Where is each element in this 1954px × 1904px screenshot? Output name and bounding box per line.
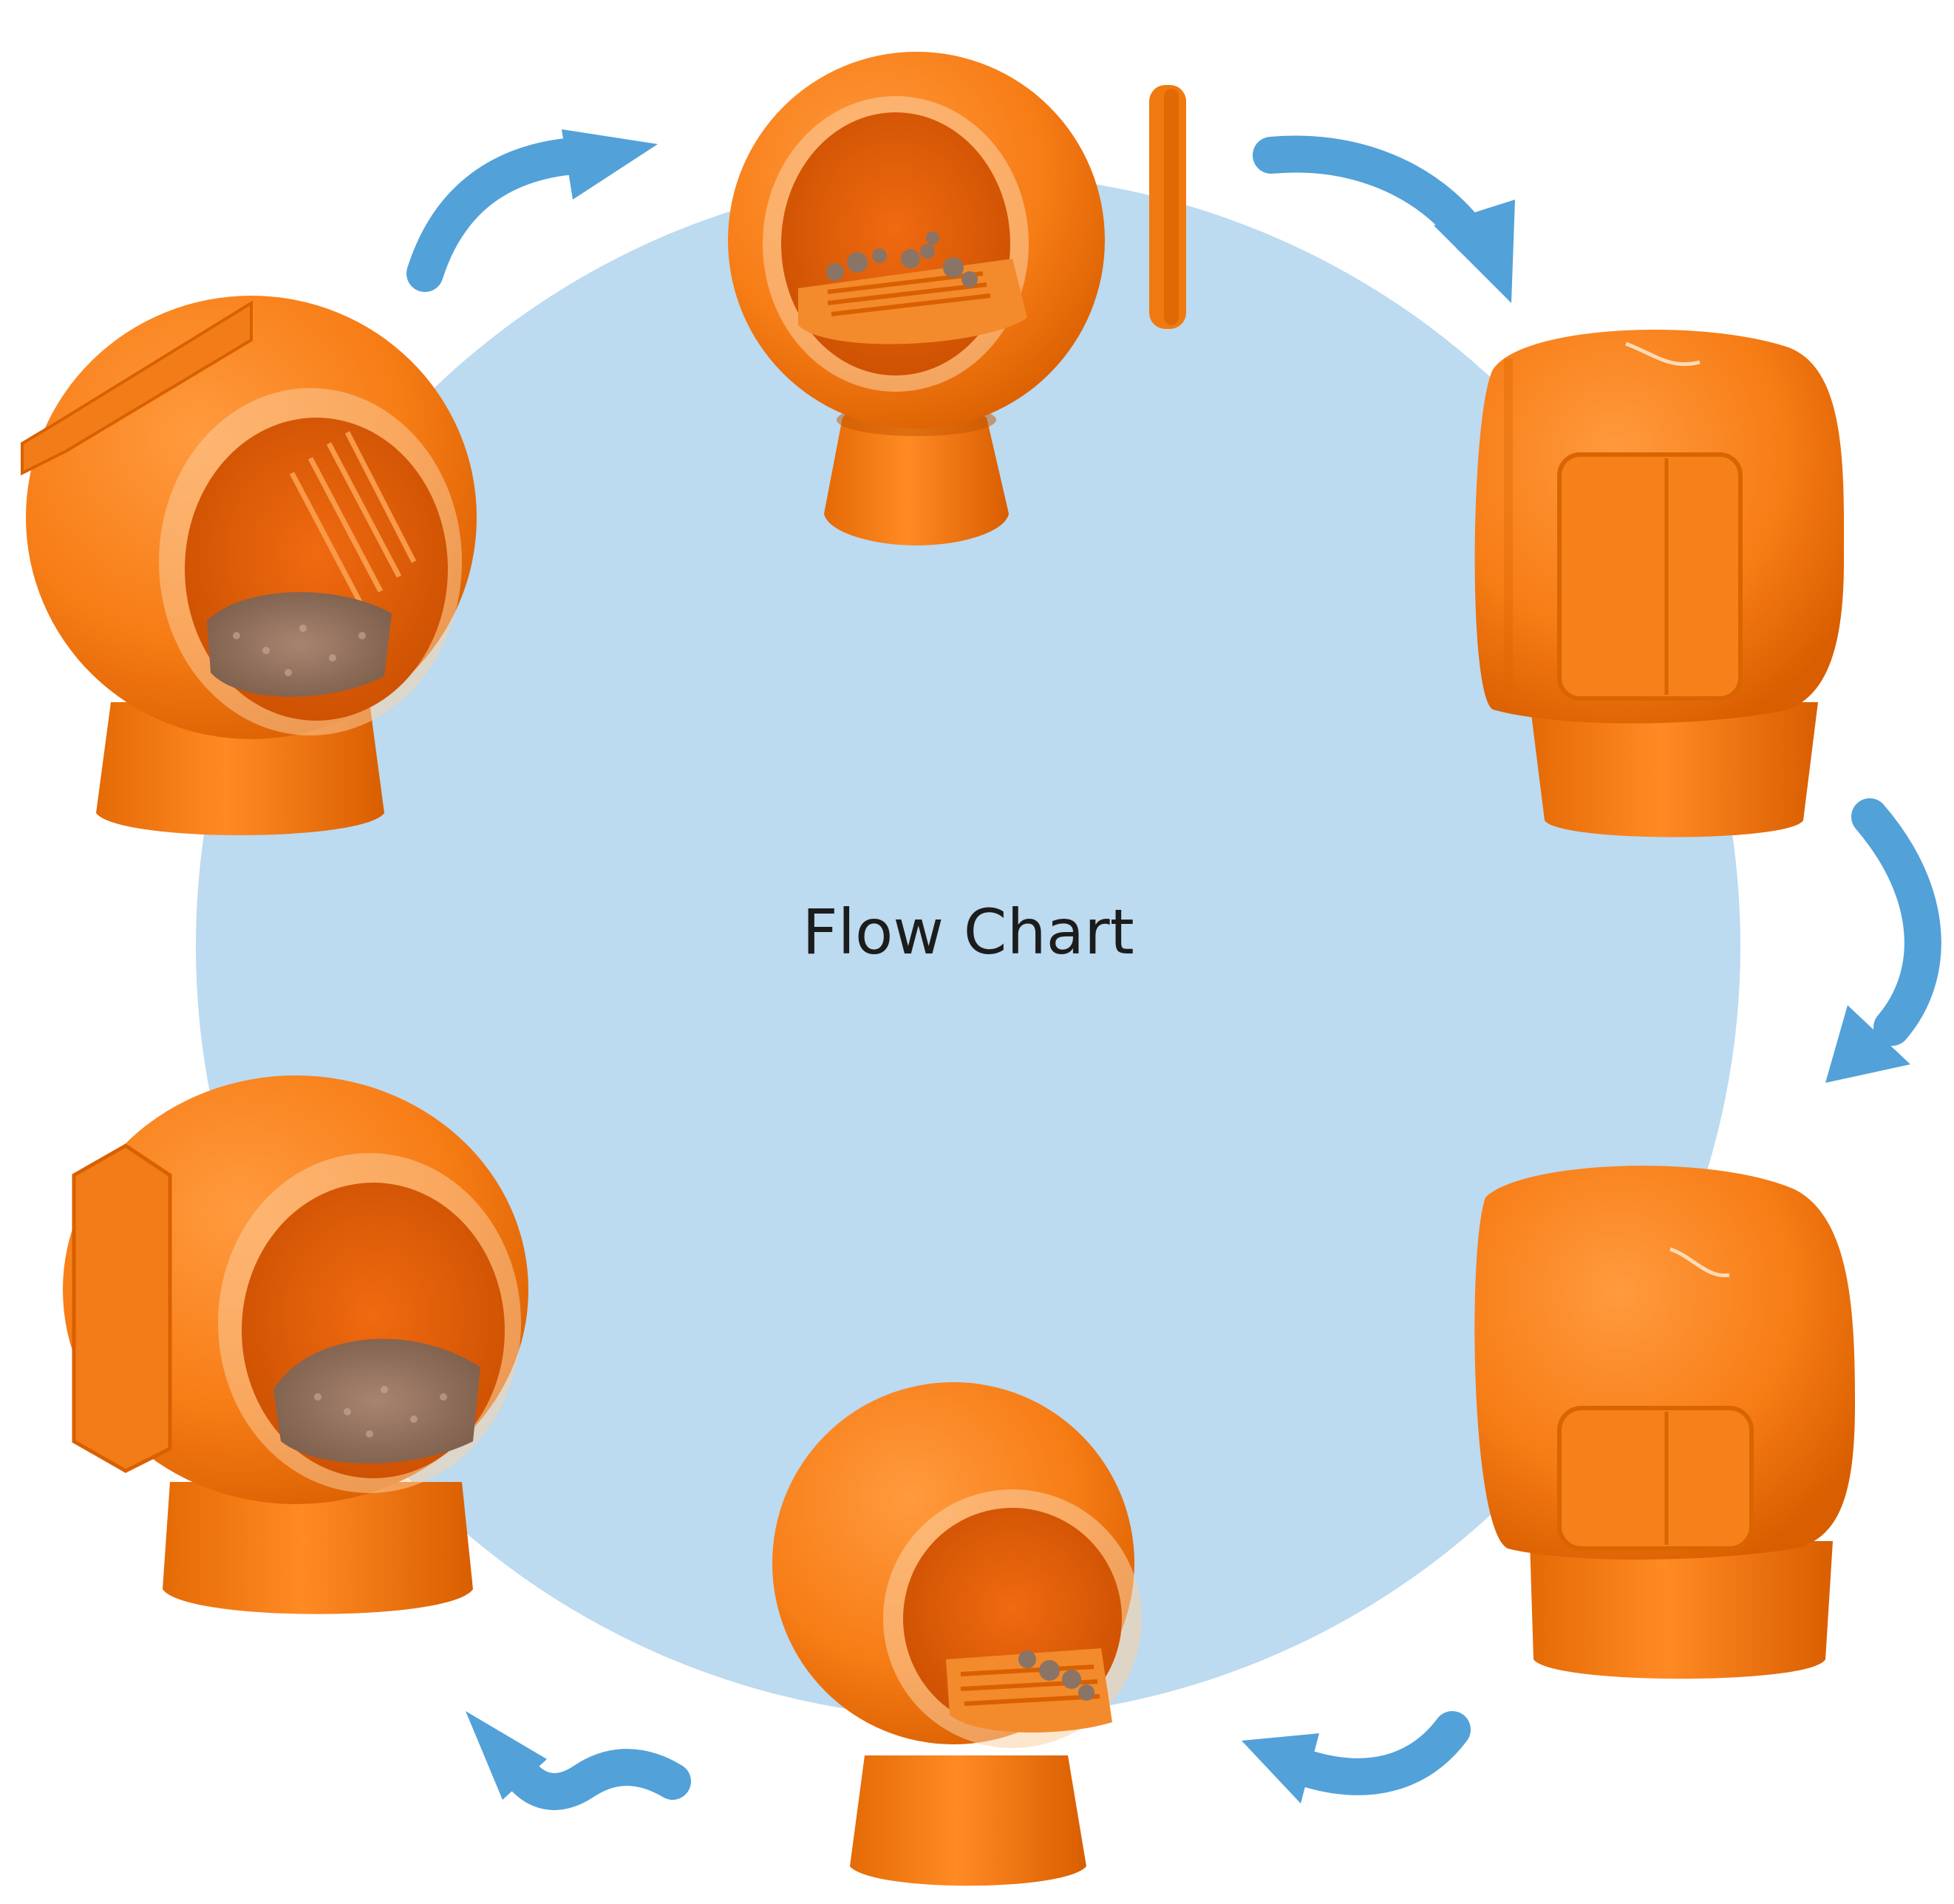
litter-globe-open-icon xyxy=(728,52,1186,545)
curved-arrow-icon xyxy=(406,129,658,292)
diagram-title: Flow Chart xyxy=(802,896,1134,968)
litter-globe-back-icon xyxy=(1474,1166,1855,1679)
wavy-arrow-icon xyxy=(466,1711,691,1810)
curved-arrow-icon xyxy=(1242,1711,1471,1803)
litter-globe-side-icon xyxy=(21,296,477,835)
litter-globe-side-icon xyxy=(63,1075,528,1614)
litter-globe-back-icon xyxy=(1474,330,1845,837)
litter-globe-rolled-icon xyxy=(772,1382,1142,1886)
curved-arrow-icon xyxy=(1253,135,1515,303)
curved-arrow-icon xyxy=(1825,798,1941,1083)
center-circle xyxy=(196,174,1740,1718)
